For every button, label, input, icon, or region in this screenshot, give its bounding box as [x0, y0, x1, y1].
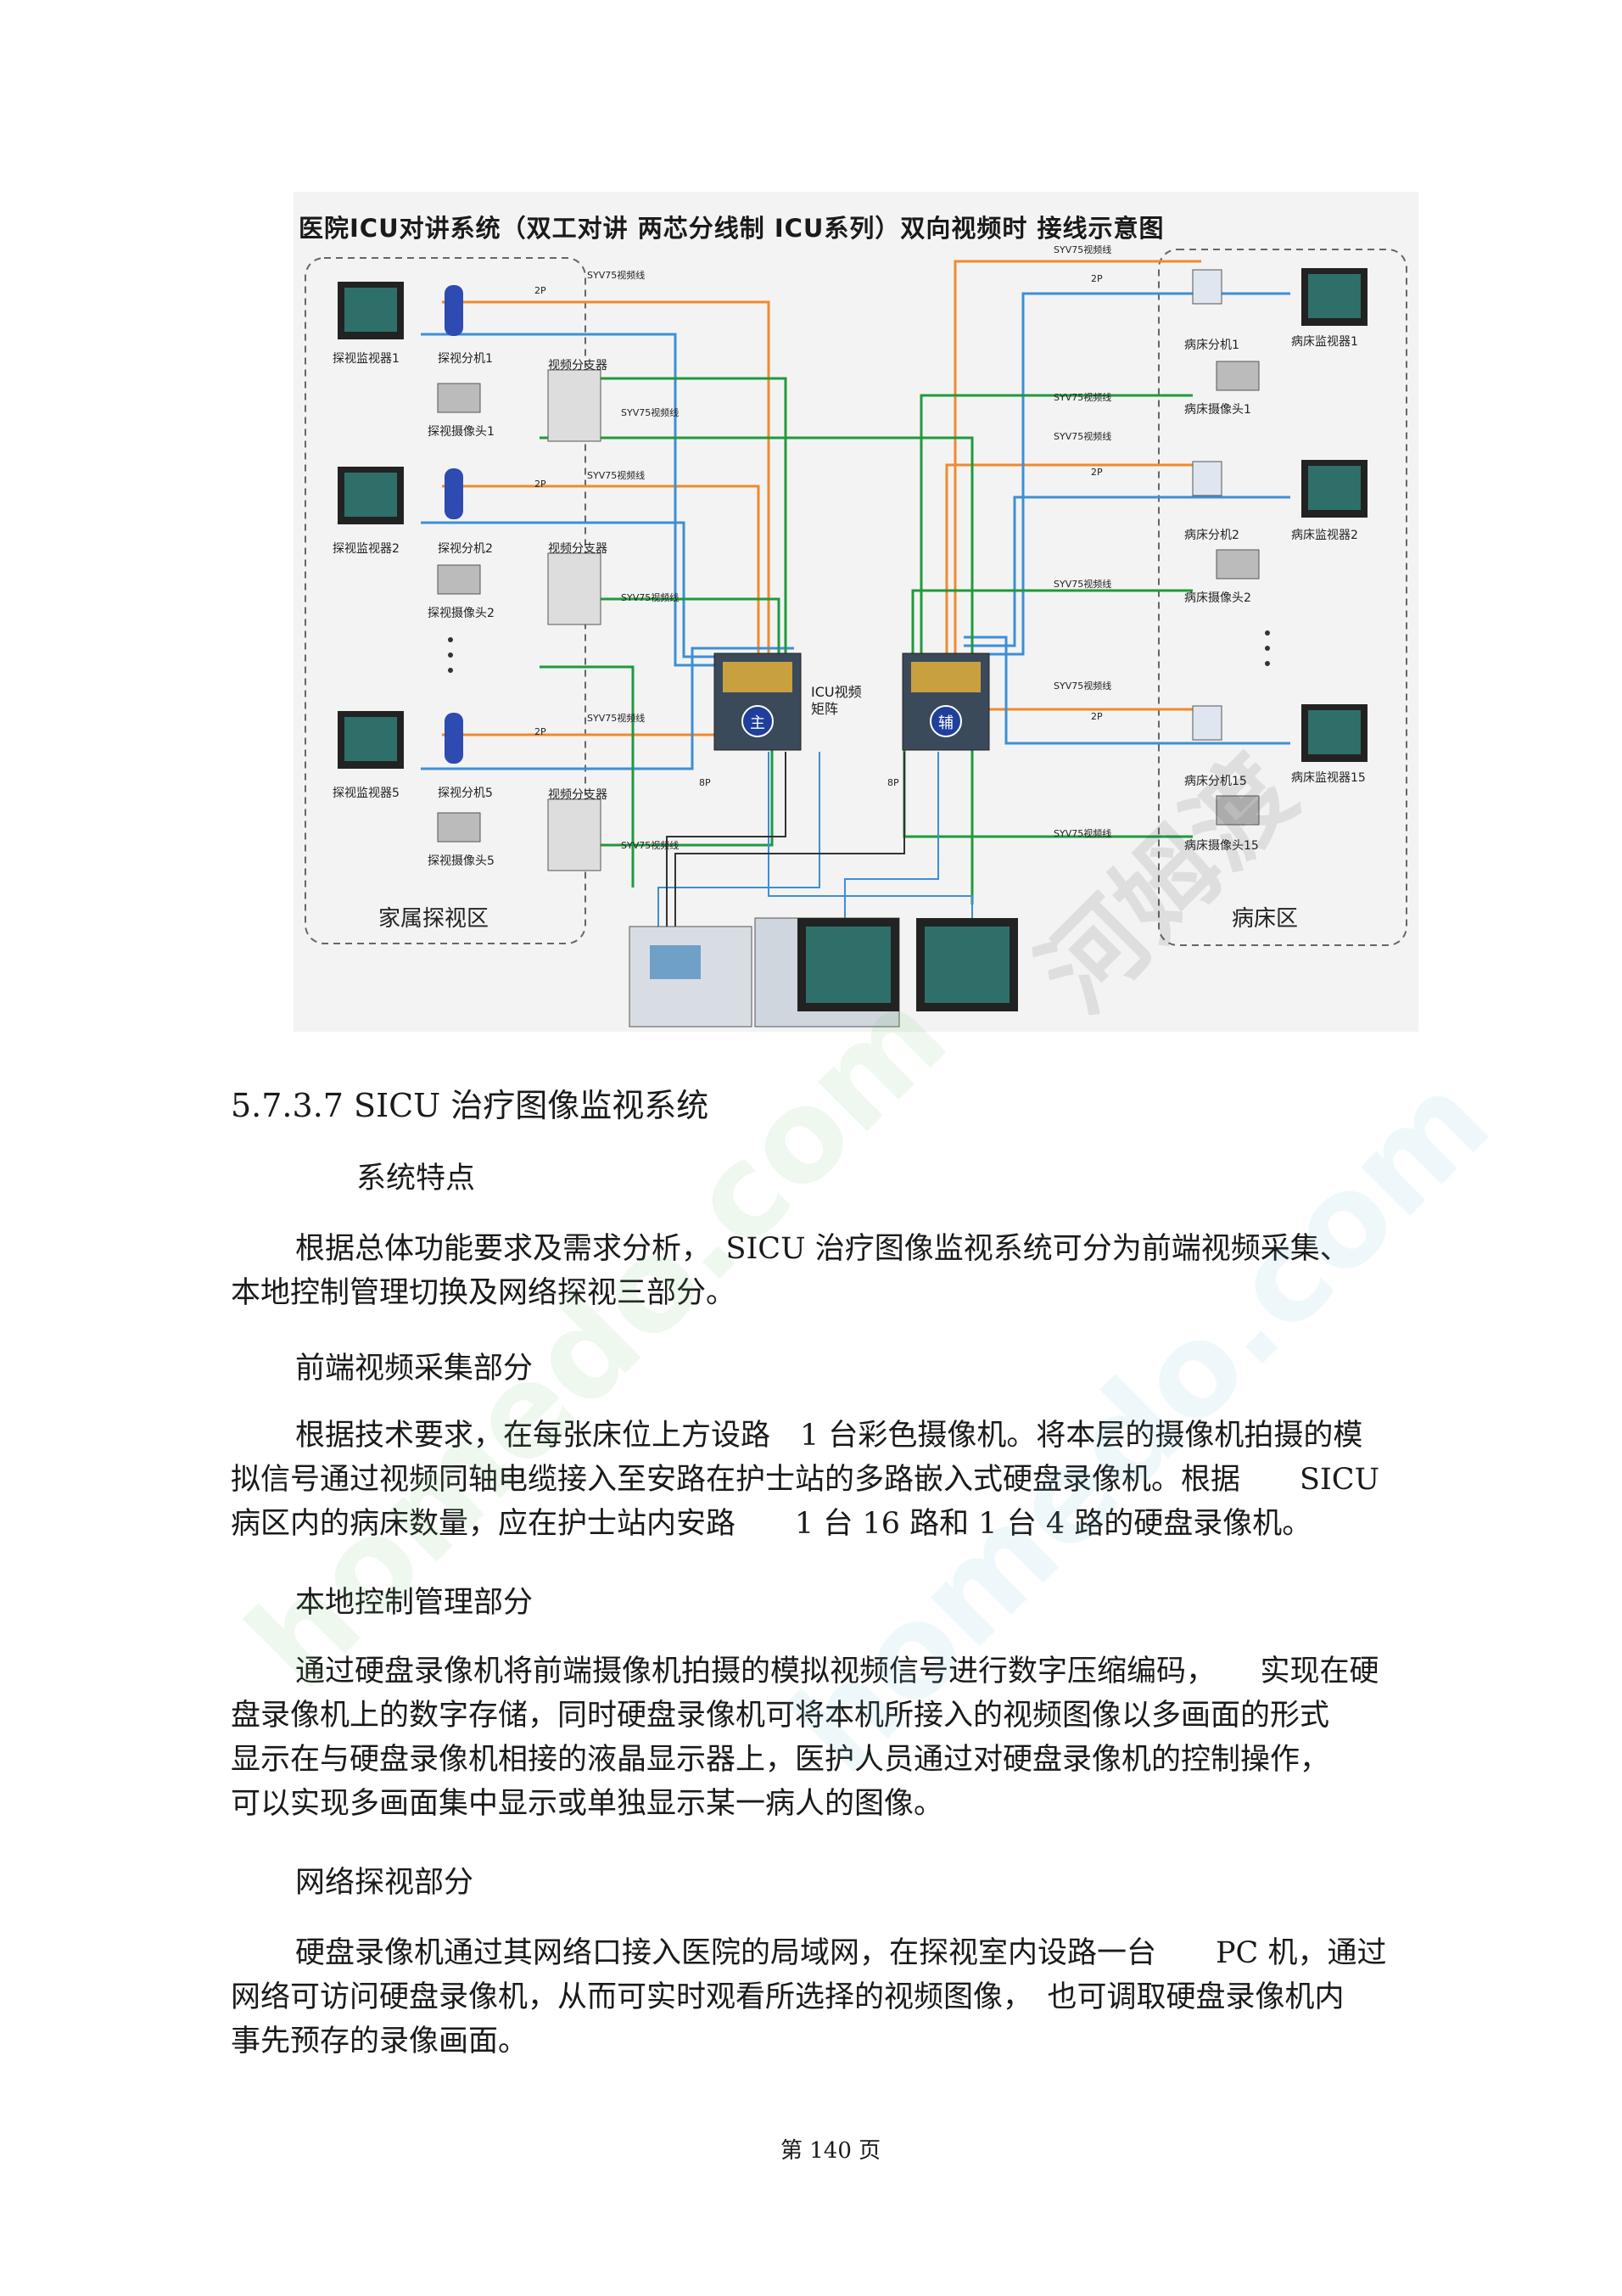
cable-label: SYV75视频线	[1054, 431, 1112, 442]
paragraph-front-end: 根据技术要求，在每张床位上方设路 1 台彩色摄像机。将本层的摄像机拍摄的模 拟信…	[231, 1414, 1435, 1546]
ward-handset-2-label: 病床分机2	[1184, 529, 1239, 542]
section-number: 5.7.3.7	[231, 1087, 344, 1124]
matrix-aux-label: 辅	[938, 714, 954, 732]
splitter-1-label: 视频分支器	[548, 359, 607, 372]
ward-handset-15-label: 病床分机15	[1184, 775, 1247, 788]
cable-label: SYV75视频线	[587, 470, 646, 481]
cable-label: SYV75视频线	[1054, 392, 1112, 403]
ward-zone-label: 病床区	[1232, 906, 1299, 932]
wire-2p-label: 2P	[534, 285, 546, 296]
wire-2p-label: 2P	[534, 726, 546, 737]
cable-label: SYV75视频线	[621, 840, 680, 851]
text-line: 根据总体功能要求及需求分析， SICU 治疗图像监视系统可分为前端视频采集、	[295, 1232, 1350, 1266]
text-line: 事先预存的录像画面。	[231, 2024, 529, 2058]
ward-monitor-1-label: 病床监视器1	[1291, 335, 1358, 349]
family-monitor-5-label: 探视监视器5	[333, 787, 400, 800]
family-camera-2-label: 探视摄像头2	[428, 607, 495, 620]
cable-label: SYV75视频线	[621, 592, 680, 603]
splitter-5-label: 视频分支器	[548, 788, 607, 802]
diagram-title: 医院ICU对讲系统（双工对讲 两芯分线制 ICU系列）双向视频时 接线示意图	[299, 214, 1165, 243]
wire-2p-label: 2P	[1091, 467, 1103, 478]
family-camera-5-label: 探视摄像头5	[428, 854, 495, 868]
text-line: 硬盘录像机通过其网络口接入医院的局域网，在探视室内设路一台 PC 机，通过	[295, 1936, 1387, 1970]
cable-label: SYV75视频线	[587, 713, 646, 724]
ward-handset-1-label: 病床分机1	[1184, 339, 1239, 352]
section-heading: 5.7.3.7 SICU 治疗图像监视系统	[231, 1079, 708, 1126]
heading-front-end: 前端视频采集部分	[295, 1352, 534, 1386]
ward-monitor-2-label: 病床监视器2	[1291, 529, 1358, 542]
cable-label: SYV75视频线	[1054, 244, 1112, 255]
cable-label: SYV75视频线	[1054, 680, 1112, 692]
page-number: 第 140 页	[780, 2138, 881, 2164]
text-line: 可以实现多画面集中显示或单独显示某一病人的图像。	[231, 1787, 944, 1821]
family-monitor-1-label: 探视监视器1	[333, 352, 400, 366]
cable-label: SYV75视频线	[1054, 828, 1112, 839]
wire-2p-label: 2P	[1091, 273, 1103, 284]
family-monitor-2-label: 探视监视器2	[333, 542, 400, 556]
section-title: SICU 治疗图像监视系统	[354, 1087, 709, 1124]
wire-2p-label: 2P	[534, 479, 546, 490]
cable-label: SYV75视频线	[587, 270, 646, 281]
paragraph-network: 硬盘录像机通过其网络口接入医院的局域网，在探视室内设路一台 PC 机，通过 网络…	[231, 1931, 1435, 2064]
family-handset-2-label: 探视分机2	[438, 542, 493, 556]
ward-camera-2-label: 病床摄像头2	[1184, 591, 1251, 605]
wire-2p-label: 2P	[1091, 711, 1103, 722]
matrix-main-label: 主	[750, 714, 765, 732]
cable-label: SYV75视频线	[1054, 579, 1112, 590]
text-line: 通过硬盘录像机将前端摄像机拍摄的模拟视频信号进行数字压缩编码， 实现在硬	[295, 1655, 1379, 1688]
text-line: 本地控制管理切换及网络探视三部分。	[231, 1276, 736, 1310]
paragraph-overview: 根据总体功能要求及需求分析， SICU 治疗图像监视系统可分为前端视频采集、 本…	[231, 1227, 1435, 1315]
ward-camera-15-label: 病床摄像头15	[1184, 839, 1259, 853]
wiring-diagram: 探视监视器1 探视分机1 探视摄像头1 探视监视器2 探视分机2 探视摄像头2 …	[294, 192, 1418, 1032]
heading-features: 系统特点	[356, 1162, 476, 1196]
wire-8p-label: 8P	[887, 777, 899, 788]
ward-camera-1-label: 病床摄像头1	[1184, 403, 1251, 417]
paragraph-local-control: 通过硬盘录像机将前端摄像机拍摄的模拟视频信号进行数字压缩编码， 实现在硬 盘录像…	[231, 1649, 1435, 1826]
wire-8p-label: 8P	[699, 777, 711, 788]
family-camera-1-label: 探视摄像头1	[428, 425, 495, 439]
text-line: 盘录像机上的数字存储，同时硬盘录像机可将本机所接入的视频图像以多画面的形式	[231, 1699, 1330, 1733]
family-handset-1-label: 探视分机1	[438, 352, 493, 366]
text-line: 病区内的病床数量，应在护士站内安路 1 台 16 路和 1 台 4 路的硬盘录像…	[231, 1507, 1312, 1541]
family-handset-5-label: 探视分机5	[438, 787, 493, 800]
text-line: 显示在与硬盘录像机相接的液晶显示器上，医护人员通过对硬盘录像机的控制操作，	[231, 1743, 1330, 1777]
text-line: 拟信号通过视频同轴电缆接入至安路在护士站的多路嵌入式硬盘录像机。根据 SICU	[231, 1463, 1380, 1497]
splitter-2-label: 视频分支器	[548, 542, 607, 556]
cable-label: SYV75视频线	[621, 407, 680, 418]
family-zone-label: 家属探视区	[378, 906, 489, 932]
heading-local-control: 本地控制管理部分	[295, 1586, 534, 1620]
ward-monitor-15-label: 病床监视器15	[1291, 771, 1366, 785]
heading-network: 网络探视部分	[295, 1866, 474, 1900]
matrix-label: ICU视频矩阵	[811, 684, 862, 717]
text-line: 网络可访问硬盘录像机，从而可实时观看所选择的视频图像， 也可调取硬盘录像机内	[231, 1980, 1345, 2014]
text-line: 根据技术要求，在每张床位上方设路 1 台彩色摄像机。将本层的摄像机拍摄的模	[295, 1419, 1363, 1453]
